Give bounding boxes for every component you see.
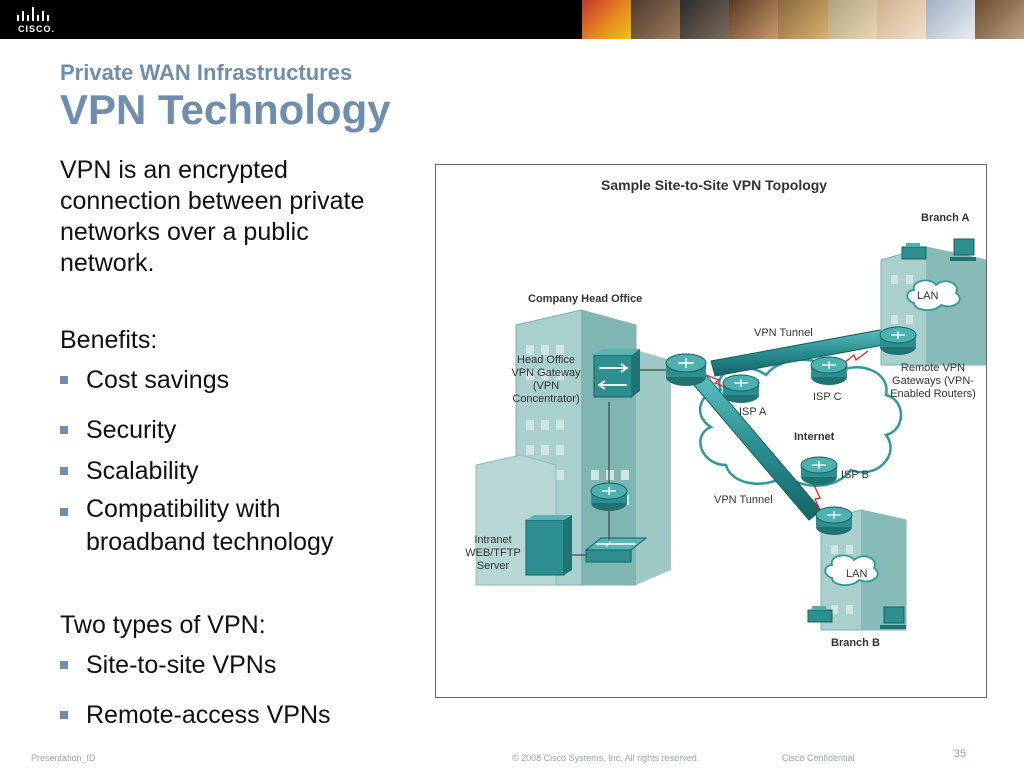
bullet-text: Site-to-site VPNs xyxy=(86,651,277,679)
intro-line: connection between private xyxy=(60,187,365,215)
photo-9 xyxy=(974,0,1024,39)
network-links xyxy=(572,369,671,556)
bullet-text-multiline: Compatibility with broadband technology xyxy=(86,493,333,559)
tunnel-top-label: VPN Tunnel xyxy=(754,327,813,339)
remote-gateway-line: Enabled Routers) xyxy=(890,388,976,400)
router-hq-icon xyxy=(665,353,707,386)
bullet-text: broadband technology xyxy=(86,528,334,556)
bullet-item: Remote-access VPNs xyxy=(60,701,331,730)
bullet-square-icon xyxy=(60,426,68,434)
bullet-text: Security xyxy=(86,416,177,444)
intro-line: VPN is an encrypted xyxy=(60,156,288,184)
remote-gateway-line: Remote VPN xyxy=(901,362,965,374)
bullet-text: Remote-access VPNs xyxy=(86,701,331,729)
intranet-line: Intranet xyxy=(474,534,511,546)
hq-gateway-line: (VPN xyxy=(533,380,559,392)
internet-label: Internet xyxy=(794,431,835,443)
bullet-square-icon xyxy=(60,508,68,516)
remote-gateway-label: Remote VPN Gateways (VPN- Enabled Router… xyxy=(890,362,976,400)
branch-b-phone-icon xyxy=(807,606,833,623)
top-banner: CISCO. xyxy=(0,0,1024,39)
hq-gateway-line: VPN Gateway xyxy=(511,367,581,379)
switch-icon xyxy=(584,537,648,563)
lan-b-label: LAN xyxy=(846,568,867,580)
slide-subtitle: Private WAN Infrastructures xyxy=(60,60,353,85)
bullet-text: Compatibility with xyxy=(86,495,281,523)
types-heading: Two types of VPN: xyxy=(60,611,266,639)
bullet-square-icon xyxy=(60,467,68,475)
bullet-item: Cost savings xyxy=(60,366,229,395)
benefits-heading: Benefits: xyxy=(60,326,158,354)
photo-1 xyxy=(582,0,632,39)
cisco-logo-icon xyxy=(17,7,49,21)
photo-3 xyxy=(680,0,730,39)
lan-b-cloud-icon xyxy=(824,554,879,586)
bullet-item: Site-to-site VPNs xyxy=(60,651,276,680)
photo-5 xyxy=(778,0,828,39)
page-number: 35 xyxy=(953,748,966,760)
serial-links xyxy=(705,350,869,511)
bullet-square-icon xyxy=(60,376,68,384)
router-isp-a-icon xyxy=(722,374,760,403)
footer-copyright: © 2008 Cisco Systems, Inc. All rights re… xyxy=(512,753,700,763)
vpn-topology-diagram: Sample Site-to-Site VPN Topology Company… xyxy=(435,164,987,698)
photo-7 xyxy=(876,0,926,39)
branch-a-pc-icon xyxy=(950,238,976,261)
intranet-line: WEB/TFTP xyxy=(465,547,521,559)
hq-gateway-line: Concentrator) xyxy=(512,393,579,405)
diagram-title: Sample Site-to-Site VPN Topology xyxy=(601,177,827,193)
bullet-text: Scalability xyxy=(86,457,199,485)
intranet-label: Intranet WEB/TFTP Server xyxy=(465,534,521,572)
branch-b-label: Branch B xyxy=(831,637,880,649)
photo-2 xyxy=(631,0,681,39)
lan-a-cloud-icon xyxy=(906,279,961,311)
branch-a-phone-icon xyxy=(901,243,927,260)
isp-c-label: ISP C xyxy=(813,391,842,403)
hq-gateway-label: Head Office VPN Gateway (VPN Concentrato… xyxy=(511,354,581,405)
isp-b-label: ISP B xyxy=(841,469,869,481)
intro-line: network. xyxy=(60,249,155,277)
server-icon xyxy=(525,515,572,576)
branch-b-router-icon xyxy=(815,506,853,535)
lan-a-label: LAN xyxy=(917,290,938,302)
bullet-item: Security xyxy=(60,416,176,445)
photo-6 xyxy=(827,0,877,39)
intro-paragraph: VPN is an encrypted connection between p… xyxy=(60,155,364,279)
logo-text: CISCO. xyxy=(18,24,56,34)
router-isp-c-icon xyxy=(810,356,848,385)
bullet-item: Compatibility with broadband technology xyxy=(60,495,333,559)
bullet-item: Scalability xyxy=(60,457,199,486)
photo-4 xyxy=(729,0,779,39)
branch-b-pc-icon xyxy=(880,606,906,629)
diagram-svg: Sample Site-to-Site VPN Topology Company… xyxy=(465,177,986,649)
bullet-square-icon xyxy=(60,711,68,719)
banner-photo-strip xyxy=(582,0,1024,39)
branch-a-router-icon xyxy=(879,326,917,355)
tunnel-bottom-label: VPN Tunnel xyxy=(714,494,773,506)
remote-gateway-line: Gateways (VPN- xyxy=(892,375,974,387)
vpn-concentrator-icon xyxy=(593,349,640,398)
slide-title: VPN Technology xyxy=(60,86,391,133)
bullet-text: Cost savings xyxy=(86,366,230,394)
branch-a-label: Branch A xyxy=(921,212,970,224)
head-office-label: Company Head Office xyxy=(528,293,642,305)
intro-line: networks over a public xyxy=(60,218,309,246)
photo-8 xyxy=(925,0,975,39)
footer-presentation-id: Presentation_ID xyxy=(31,753,96,763)
router-hq-internal-icon xyxy=(590,482,628,511)
router-isp-b-icon xyxy=(800,456,838,485)
intranet-line: Server xyxy=(477,560,510,572)
bullet-square-icon xyxy=(60,661,68,669)
hq-gateway-line: Head Office xyxy=(517,354,575,366)
isp-a-label: ISP A xyxy=(739,406,767,418)
footer-confidential: Cisco Confidential xyxy=(782,753,855,763)
